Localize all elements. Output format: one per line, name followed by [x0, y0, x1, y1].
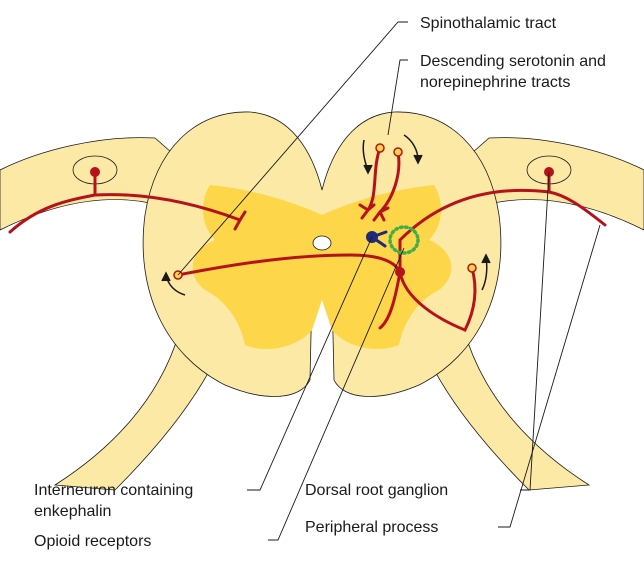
label-descending-line1: Descending serotonin and — [420, 53, 606, 70]
label-descending-line2: norepinephrine tracts — [420, 74, 570, 91]
label-peripheral-process: Peripheral process — [305, 519, 438, 536]
dorsal-horn-soma — [395, 267, 405, 277]
left-ganglion-soma — [90, 167, 100, 177]
label-spinothalamic-tract: Spinothalamic tract — [420, 15, 557, 32]
central-canal — [313, 236, 331, 250]
right-ascending-marker — [468, 264, 476, 272]
label-interneuron-line2: enkephalin — [34, 503, 111, 520]
label-interneuron-line1: Interneuron containing — [34, 482, 193, 499]
descending-marker-2 — [394, 148, 402, 156]
label-opioid-receptors: Opioid receptors — [34, 533, 151, 550]
label-dorsal-root-ganglion: Dorsal root ganglion — [305, 482, 448, 499]
descending-marker-1 — [376, 144, 384, 152]
